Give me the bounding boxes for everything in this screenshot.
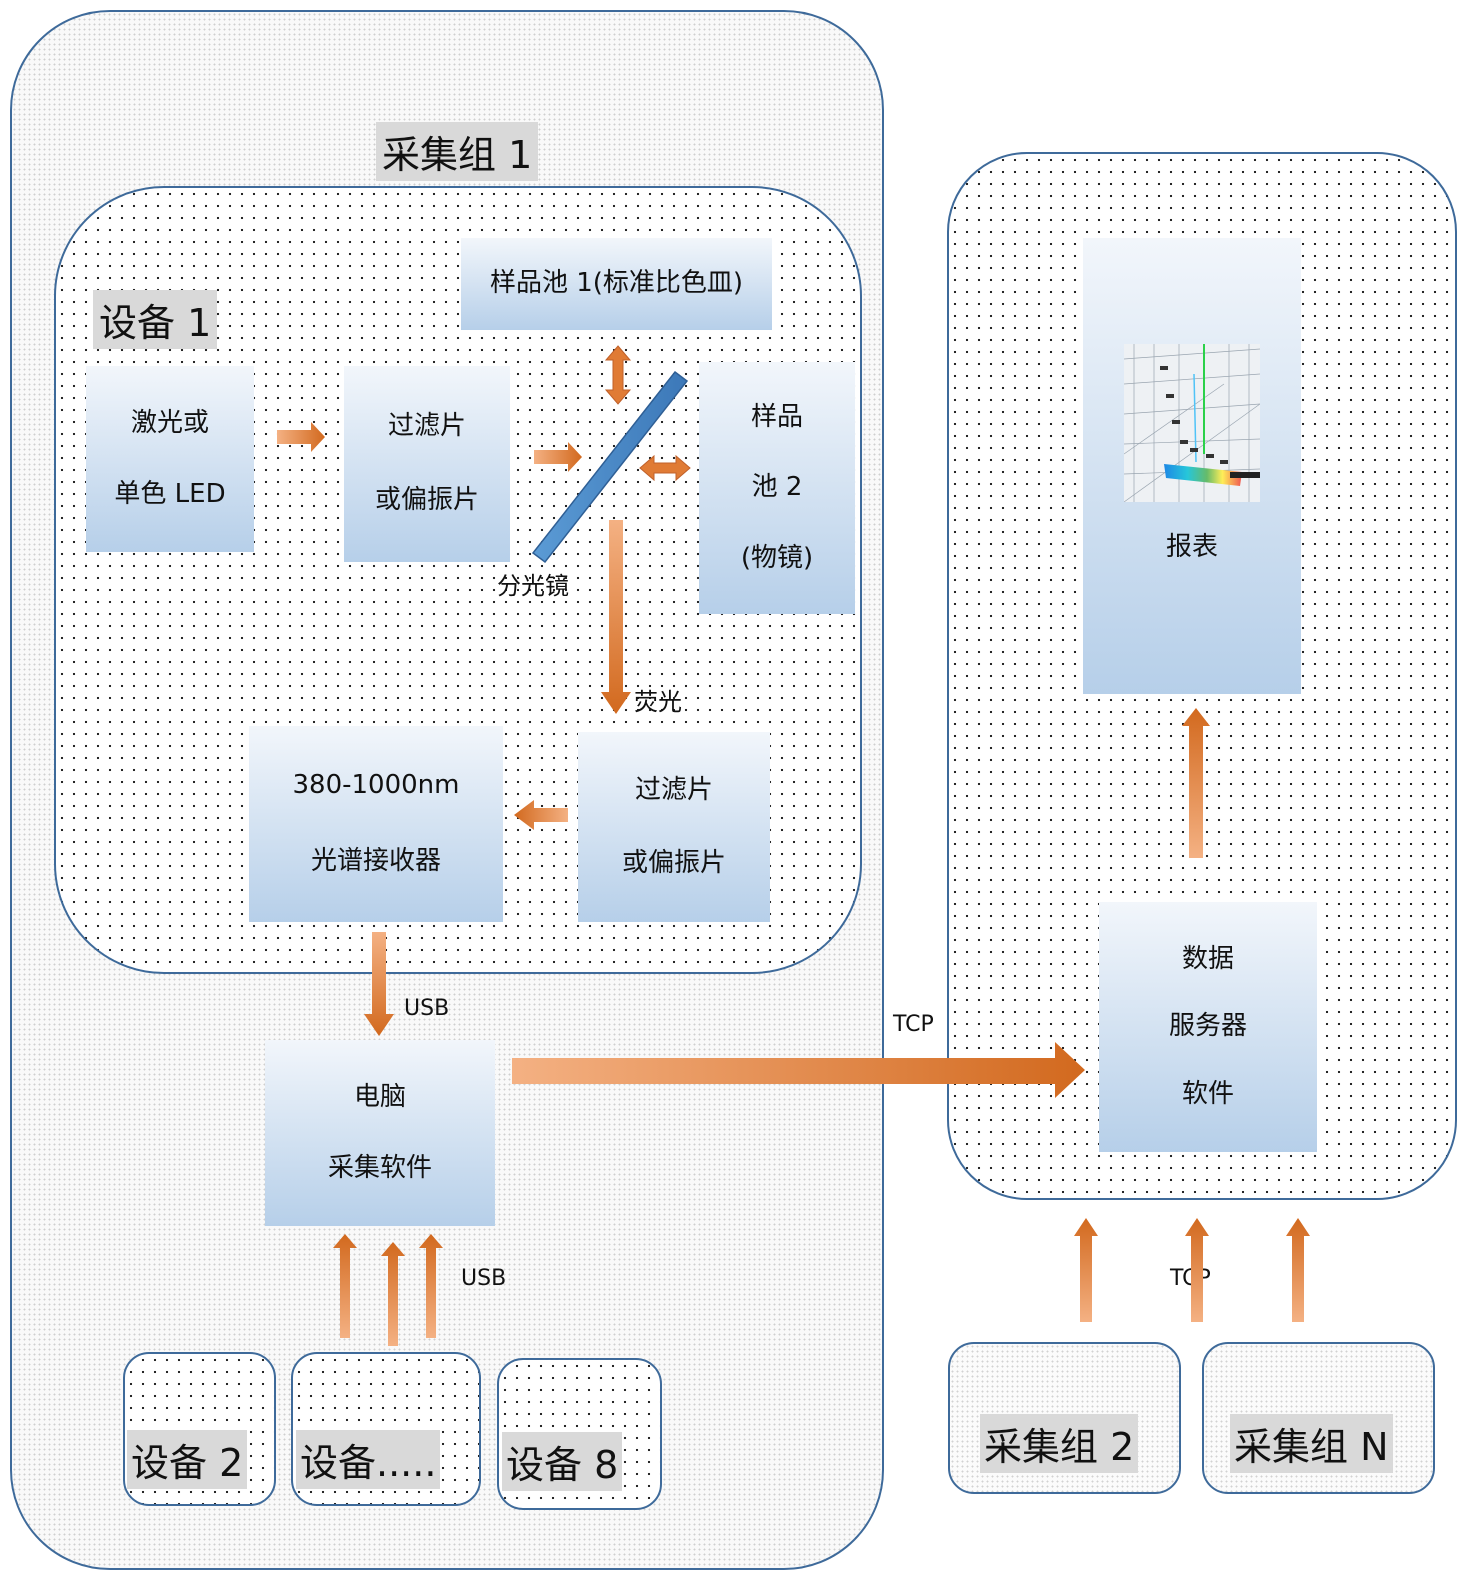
arrow-fluorescence-down — [601, 520, 631, 714]
arrow-filter2-to-receiver — [514, 800, 568, 830]
filter1-box: 过滤片 或偏振片 — [344, 366, 510, 562]
laser-source-box: 激光或 单色 LED — [86, 366, 254, 552]
server-line2: 服务器 — [1168, 1011, 1247, 1042]
beam-splitter-label: 分光镜 — [497, 572, 569, 600]
arrow-computer-to-server — [512, 1042, 1085, 1098]
report-chart-image — [1124, 344, 1260, 502]
groupN-title: 采集组 N — [1230, 1414, 1393, 1473]
filter1-line2: 或偏振片 — [374, 485, 479, 516]
spectrum-receiver-box: 380-1000nm 光谱接收器 — [249, 726, 503, 922]
group2-title: 采集组 2 — [980, 1414, 1139, 1473]
laser-line1: 激光或 — [130, 407, 209, 438]
arrow-laser-to-filter — [277, 422, 325, 452]
arrow-group-up-1 — [1074, 1218, 1098, 1322]
arrow-receiver-to-computer — [364, 932, 394, 1036]
arrow-device-up-1 — [333, 1234, 357, 1338]
computer-line2: 采集软件 — [327, 1152, 432, 1183]
usb-label-top: USB — [404, 996, 450, 1021]
arrow-group-up-2 — [1185, 1218, 1209, 1322]
report-box: 报表 — [1083, 238, 1301, 694]
beam-splitter-shape — [531, 370, 689, 564]
receiver-line2: 光谱接收器 — [310, 846, 441, 877]
sample-pool1-label: 样品池 1(标准比色皿) — [489, 268, 744, 299]
device8-title: 设备 8 — [502, 1432, 623, 1491]
computer-line1: 电脑 — [353, 1081, 406, 1112]
arrow-filter-to-splitter — [534, 442, 582, 472]
sample-pool2-line2: 池 2 — [751, 472, 803, 503]
receiver-line1: 380-1000nm — [292, 770, 460, 801]
device-more-title: 设备..... — [296, 1430, 441, 1489]
arrow-device-up-2 — [381, 1242, 405, 1346]
group1-title: 采集组 1 — [376, 122, 539, 181]
device2-title: 设备 2 — [127, 1430, 248, 1489]
data-server-box: 数据 服务器 软件 — [1099, 902, 1317, 1152]
filter2-line1: 过滤片 — [634, 774, 713, 805]
tcp-label-bottom: TCP — [1170, 1266, 1211, 1291]
report-thumbnail-icon — [1124, 344, 1260, 502]
server-line3: 软件 — [1181, 1078, 1234, 1109]
report-label: 报表 — [1165, 532, 1218, 562]
arrow-splitter-pool1 — [604, 345, 632, 405]
arrow-splitter-pool2 — [639, 454, 691, 482]
arrow-group-up-3 — [1286, 1218, 1310, 1322]
tcp-label-main: TCP — [893, 1012, 934, 1037]
arrow-device-up-3 — [419, 1234, 443, 1338]
usb-label-bottom: USB — [461, 1266, 507, 1291]
computer-box: 电脑 采集软件 — [265, 1040, 495, 1226]
sample-pool1-box: 样品池 1(标准比色皿) — [461, 238, 772, 330]
filter1-line1: 过滤片 — [387, 411, 466, 442]
sample-pool2-line3: (物镜) — [740, 543, 814, 574]
sample-pool2-line1: 样品 — [750, 401, 803, 432]
fluorescence-label: 荧光 — [634, 688, 682, 716]
server-line1: 数据 — [1181, 944, 1234, 975]
device1-title: 设备 1 — [93, 290, 218, 349]
sample-pool2-box: 样品 池 2 (物镜) — [699, 362, 855, 614]
filter2-box: 过滤片 或偏振片 — [578, 732, 770, 922]
laser-line2: 单色 LED — [114, 478, 226, 509]
filter2-line2: 或偏振片 — [621, 847, 726, 878]
arrow-server-to-report — [1182, 708, 1210, 858]
